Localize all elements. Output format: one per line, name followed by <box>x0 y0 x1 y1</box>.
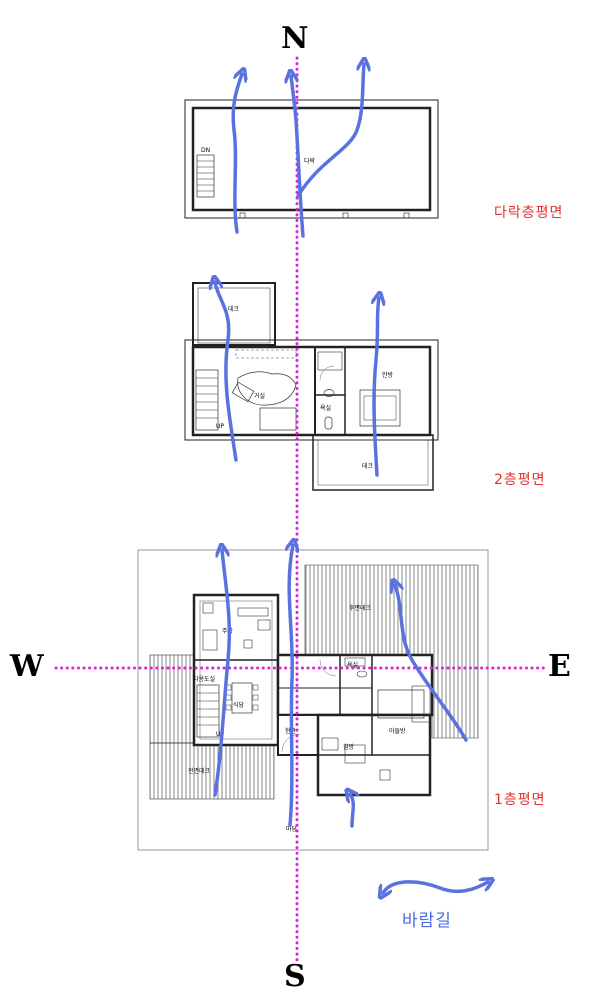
room-label-dining: 식당 <box>233 701 245 709</box>
room-label-rear-deck: 후면데크 <box>349 604 372 612</box>
compass-east: E <box>548 649 571 684</box>
compass-south: S <box>284 959 306 994</box>
wind-arrow-1f-south <box>350 794 353 828</box>
wind-arrow-attic-2 <box>291 76 305 238</box>
room-label-attic: 다락 <box>304 157 316 165</box>
wind-path-legend-label: 바람길 <box>402 911 452 931</box>
room-label-bath-2f: 욕실 <box>320 404 331 412</box>
compass-north: N <box>281 21 309 56</box>
second-floor-stair-label: UP <box>216 423 224 430</box>
wind-arrow-attic-1 <box>231 74 242 234</box>
compass-west: W <box>10 649 44 684</box>
room-label-yard: 마당 <box>286 825 298 833</box>
floor-label-attic: 다락층평면 <box>494 205 564 221</box>
room-label-front-deck: 전면데크 <box>188 767 211 775</box>
second-floor-stair <box>195 369 219 431</box>
wind-arrow-2f-east <box>374 298 379 477</box>
attic-stair <box>196 154 215 198</box>
room-label-sons-room: 아들방 <box>389 727 406 735</box>
room-label-bath-1f: 욕실 <box>347 661 358 669</box>
first-floor-plan: UP 후면데크 주방 다용도실 식당 현관 욕실 아들방 침방 전면데크 마당 <box>137 549 489 851</box>
second-floor-plan: UP 거실 욕실 안방 데크 데크 <box>184 282 439 491</box>
floor-label-1f: 1층평면 <box>494 792 546 808</box>
wind-path-legend-icon <box>383 882 488 893</box>
room-label-utility: 다용도실 <box>193 675 215 683</box>
wind-arrow-attic-3 <box>296 64 364 198</box>
attic-stair-label: DN <box>201 147 210 154</box>
wind-arrow-1f-west <box>213 550 232 797</box>
wind-arrow-1f-center <box>289 545 293 827</box>
room-label-master: 안방 <box>382 371 394 379</box>
first-floor-stair <box>196 684 220 738</box>
attic-floor-plan: DN 다락 <box>184 99 439 219</box>
wind-arrow-2f-west <box>215 282 238 462</box>
floor-label-2f: 2층평면 <box>494 472 546 488</box>
room-label-bedroom-1f: 침방 <box>343 743 355 751</box>
wind-arrow-1f-east <box>395 585 468 742</box>
room-label-living: 거실 <box>254 392 265 400</box>
room-label-deck-south: 데크 <box>362 462 374 470</box>
wind-paths <box>215 64 488 893</box>
room-label-deck-north: 데크 <box>228 305 240 313</box>
